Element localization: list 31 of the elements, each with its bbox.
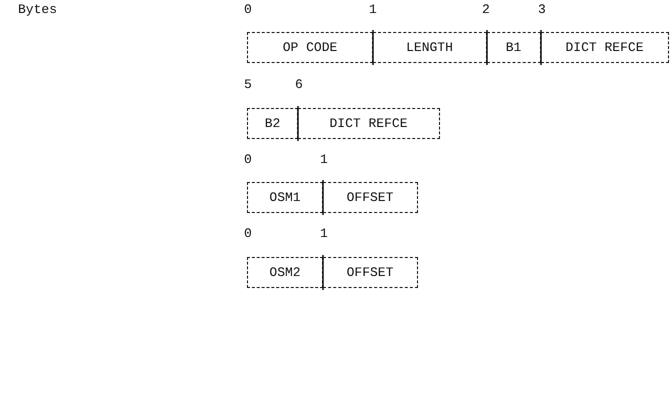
field-cell	[323, 182, 418, 213]
byte-offset: 0	[244, 152, 252, 167]
byte-offset: 1	[320, 226, 328, 241]
field-name: OFFSET	[346, 265, 394, 280]
field-cell	[247, 108, 298, 139]
field-name: OP CODE	[282, 40, 338, 55]
field-cell	[541, 32, 669, 63]
field-cell	[247, 182, 323, 213]
byte-offset: 0	[244, 2, 252, 17]
field-name: OSM2	[269, 265, 301, 280]
field-name: DICT REFCE	[565, 40, 644, 55]
field-cell	[247, 32, 373, 63]
byte-offset: 0	[244, 226, 252, 241]
field-name: OSM1	[269, 190, 301, 205]
byte-offset: 6	[295, 77, 303, 92]
row-heading: Bytes	[18, 2, 58, 17]
byte-offset: 3	[538, 2, 546, 17]
byte-offset: 2	[482, 2, 490, 17]
field-cell	[487, 32, 541, 63]
field-cell	[323, 257, 418, 288]
field-name: LENGTH	[406, 40, 453, 55]
field-cell	[298, 108, 440, 139]
byte-offset: 1	[320, 152, 328, 167]
byte-offset: 1	[369, 2, 377, 17]
byte-offset: 5	[244, 77, 252, 92]
field-name: B2	[264, 116, 280, 131]
field-cell	[373, 32, 487, 63]
field-name: DICT REFCE	[329, 116, 408, 131]
field-cell	[247, 257, 323, 288]
field-name: B1	[506, 40, 522, 55]
field-name: OFFSET	[346, 190, 394, 205]
